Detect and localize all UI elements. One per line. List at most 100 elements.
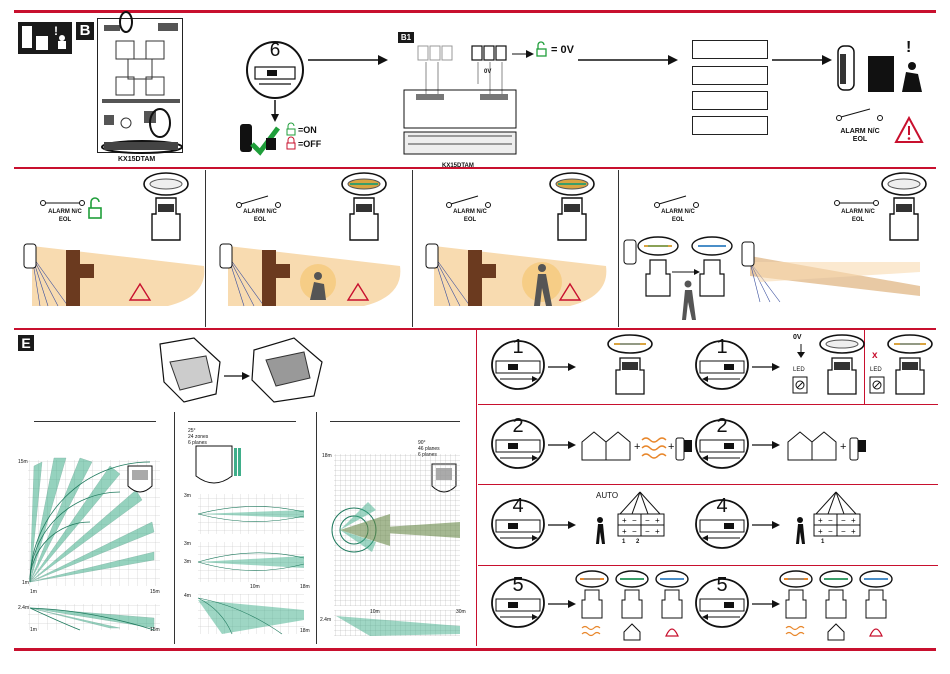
chart2-x-right: 18m (300, 584, 310, 590)
off-label: =OFF (298, 139, 322, 149)
switch-open-icon-p4 (654, 195, 699, 208)
step-1a-badge (491, 340, 545, 390)
switch-closed-icon (40, 200, 85, 206)
svg-text:+: + (840, 441, 846, 453)
detector-row1-c (887, 334, 933, 395)
section-b-letter: B (76, 22, 94, 40)
x-mark: x (872, 350, 878, 361)
blank-box-3 (692, 91, 768, 110)
zero-v-label: = 0V (551, 44, 574, 56)
detector-intruder-icon: ! (837, 39, 922, 92)
zero-v-row1: 0V (793, 334, 802, 341)
circuit-board (97, 11, 183, 154)
panel-sep-3 (618, 170, 619, 327)
wiring-model-label: KX15DTAM (442, 163, 474, 169)
step-4b-number: 4 (716, 495, 728, 517)
chart1-y-mid: 1m (22, 580, 29, 586)
coverage-room-2 (219, 243, 401, 307)
detector-trio-a (575, 570, 689, 641)
svg-text:+: + (655, 527, 660, 536)
arrow-right-icon (308, 55, 388, 65)
arrow-right-s5b (752, 600, 780, 608)
step-2a-number: 2 (512, 415, 524, 437)
svg-text:−: − (645, 516, 650, 525)
blank-box-4 (692, 116, 768, 135)
zero-v-small-label: 0V (484, 69, 492, 75)
warning-triangle-icon (894, 115, 924, 143)
switch-open-icon-p2 (236, 195, 281, 208)
svg-text:−: − (841, 527, 846, 536)
chart1-x-left2: 1m (30, 627, 37, 633)
down-arrow-row1 (797, 344, 805, 358)
blank-box-1 (692, 40, 768, 59)
led-label-2: LED (870, 367, 882, 373)
step-2a-badge (491, 419, 545, 469)
svg-text:+: + (851, 527, 856, 536)
chart-sep-1 (174, 412, 175, 644)
detector-row1-a (607, 334, 653, 395)
settings-sep-3 (478, 565, 938, 566)
coverage-room-1 (23, 243, 205, 307)
led-label-1: LED (793, 367, 805, 373)
svg-text:−: − (828, 527, 833, 536)
chart3-x-mid: 10m (370, 609, 380, 615)
environment-combo-a: + + (581, 431, 692, 461)
chart1-lens-icon (127, 465, 153, 493)
num-1-label: 1 (622, 539, 626, 545)
step-5a-badge (491, 578, 545, 628)
divider-1 (14, 167, 936, 169)
detector-check-icon (240, 124, 280, 156)
chart1-x-right2: 15m (150, 627, 160, 633)
chart3-x-right: 30m (456, 609, 466, 615)
blank-box-2 (692, 66, 768, 85)
coverage-room-3 (425, 243, 607, 307)
wiring-diagram (403, 45, 517, 155)
arrow-right-s1a (548, 363, 576, 371)
down-arrow-icon (271, 100, 279, 122)
chart2-y3: 3m (184, 559, 191, 565)
svg-text:+: + (668, 441, 674, 453)
detector-row1-b (819, 334, 865, 395)
svg-text:−: − (632, 527, 637, 536)
svg-text:−: − (828, 516, 833, 525)
settings-sep-1 (478, 404, 938, 405)
switch-open-icon (836, 108, 883, 121)
arrow-right-s2a (548, 441, 576, 449)
divider-2 (14, 328, 936, 330)
arrow-right-s5a (548, 600, 576, 608)
chart-sep-2 (316, 412, 317, 644)
arrow-right-long-icon (578, 55, 678, 65)
logic-grid-b: +−−+ +−−+ (796, 491, 861, 544)
unlock-green-icon-3 (88, 197, 102, 219)
intruder-warning-icon: ! (18, 22, 72, 54)
led-pot-icon-2 (869, 376, 885, 394)
chart2-pattern (197, 494, 305, 635)
bottom-rule (14, 648, 936, 651)
arrow-right-s2b (752, 441, 780, 449)
svg-text:−: − (841, 516, 846, 525)
svg-text:!: ! (54, 24, 58, 38)
svg-text:!: ! (906, 39, 911, 56)
on-label: =ON (298, 125, 317, 135)
arrow-right-icon-2 (772, 55, 832, 65)
svg-text:+: + (622, 516, 627, 525)
svg-text:+: + (818, 527, 823, 536)
detector-lens-color-icon (341, 172, 387, 241)
chart2-y4: 4m (184, 593, 191, 599)
step-2b-number: 2 (716, 415, 728, 437)
chart3-title-rule (330, 421, 460, 422)
chart3-pattern (331, 454, 460, 636)
lock-red-icon (286, 136, 296, 150)
walk-test-sequence (623, 236, 920, 320)
section-e-letter: E (18, 335, 34, 351)
section-b1-label: B1 (398, 32, 414, 43)
chart2-x-right2: 18m (300, 628, 310, 634)
chart1-x-right: 15m (150, 589, 160, 595)
step-4a-number: 4 (512, 495, 524, 517)
